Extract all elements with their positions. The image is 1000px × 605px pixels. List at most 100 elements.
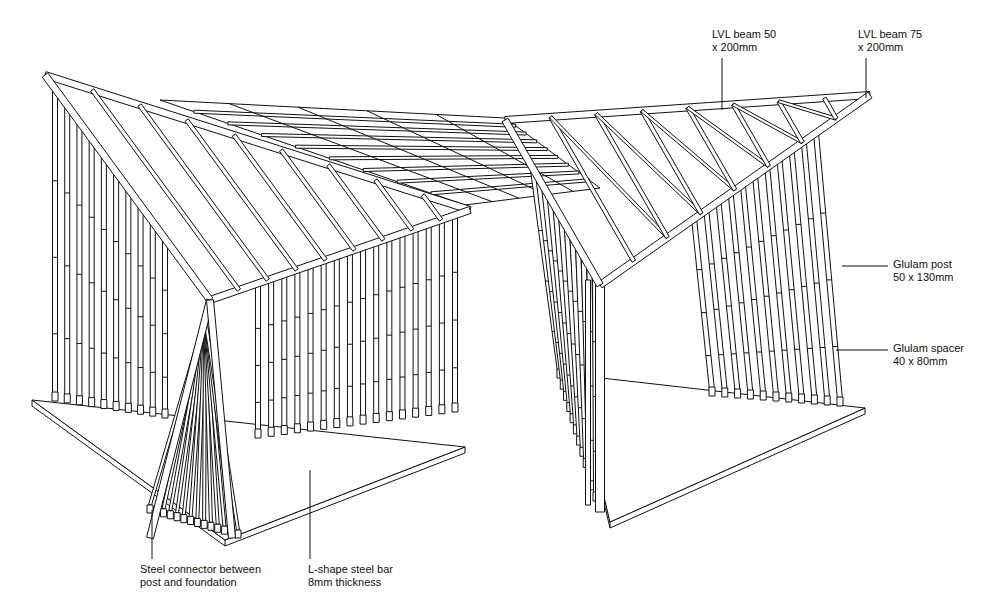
glulam-spacer <box>150 325 155 326</box>
steel-connector <box>824 396 830 405</box>
steel-connector <box>125 403 131 412</box>
steel-connector <box>101 400 107 409</box>
glulam-spacer <box>308 313 313 314</box>
glulam-spacer <box>387 335 392 336</box>
lvl-rafter <box>640 110 703 215</box>
glulam-spacer <box>413 374 418 375</box>
part-label: LVL beam 50 x 200mm <box>712 28 778 54</box>
leader-line <box>836 350 888 351</box>
glulam-spacer <box>65 338 70 339</box>
leader-lines <box>152 58 888 559</box>
glulam-spacer <box>321 350 326 351</box>
steel-connector <box>255 429 261 438</box>
glulam-post <box>126 188 131 406</box>
glulam-post <box>295 270 300 427</box>
glulam-post <box>308 266 313 425</box>
glulam-post <box>596 285 605 512</box>
lvl-beam <box>42 73 213 302</box>
glulam-spacer <box>101 353 106 354</box>
steel-connector <box>181 515 187 523</box>
glulam-spacer <box>321 390 326 391</box>
glulam-spacer <box>269 400 274 401</box>
lvl-brace <box>595 113 702 215</box>
steel-connector <box>138 405 144 414</box>
part-label: LVL beam 75 x 200mm <box>858 28 924 54</box>
glulam-spacer <box>321 309 326 310</box>
glulam-spacer <box>820 347 825 348</box>
glulam-post <box>53 89 58 395</box>
steel-connector <box>837 397 843 406</box>
steel-connector <box>334 419 340 428</box>
glulam-spacer <box>782 350 787 351</box>
glulam-post <box>361 247 366 418</box>
steel-connector <box>167 511 173 519</box>
glulam-spacer <box>400 332 405 333</box>
glulam-spacer <box>269 362 274 363</box>
glulam-spacer <box>807 348 812 349</box>
foundation-slab <box>610 522 611 528</box>
steel-connector <box>89 398 95 407</box>
steel-connector <box>150 407 156 416</box>
glulam-spacer <box>784 230 789 231</box>
glulam-post <box>150 221 155 410</box>
leader-line <box>842 266 888 267</box>
lvl-joist <box>298 107 519 198</box>
glulam-spacer <box>821 213 826 214</box>
glulam-spacer <box>53 333 58 334</box>
lvl-rafter <box>421 194 443 221</box>
steel-connector <box>439 405 445 414</box>
steel-connector <box>174 513 180 521</box>
part-label: Glulam spacer 40 x 80mm <box>893 342 975 368</box>
foundation-slab <box>32 400 465 540</box>
glulam-spacer <box>739 302 744 303</box>
glulam-post <box>207 300 236 539</box>
glulam-spacer <box>334 388 339 389</box>
lvl-rafter <box>374 179 414 231</box>
glulam-post <box>753 175 779 395</box>
glulam-spacer <box>453 320 458 321</box>
glulam-post <box>439 220 444 408</box>
glulam-spacer <box>795 349 800 350</box>
lvl-rafter <box>327 164 385 241</box>
steel-connector <box>76 396 82 405</box>
steel-connector <box>321 420 327 429</box>
glulam-post <box>740 184 765 394</box>
glulam-post <box>347 252 352 420</box>
glulam-post <box>814 133 843 400</box>
glulam-spacer <box>759 241 764 242</box>
glulam-post <box>321 261 326 423</box>
lvl-rafter <box>262 134 537 143</box>
glulam-spacer <box>89 282 94 283</box>
foundation-slab <box>32 400 465 546</box>
lvl-joist <box>229 104 492 202</box>
glulam-spacer <box>126 253 131 254</box>
glulam-post <box>114 172 119 405</box>
glulam-spacer <box>387 379 392 380</box>
part-label: Steel connector between post and foundat… <box>140 563 275 589</box>
pavilion-lines <box>32 72 872 546</box>
glulam-spacer <box>256 402 261 403</box>
glulam-spacer <box>426 326 431 327</box>
steel-connector <box>452 403 458 412</box>
glulam-spacer <box>426 372 431 373</box>
glulam-spacer <box>77 205 82 206</box>
glulam-spacer <box>53 180 58 181</box>
glulam-spacer <box>138 367 143 368</box>
glulam-spacer <box>769 351 774 352</box>
steel-connector <box>413 408 419 417</box>
glulam-post <box>89 139 94 401</box>
glulam-spacer <box>150 372 155 373</box>
steel-connector <box>799 394 805 403</box>
steel-connector <box>268 427 274 436</box>
glulam-spacer <box>827 279 832 280</box>
glulam-spacer <box>347 386 352 387</box>
glulam-post <box>374 243 379 417</box>
glulam-spacer <box>282 359 287 360</box>
glulam-spacer <box>439 276 444 277</box>
glulam-spacer <box>295 395 300 396</box>
glulam-spacer <box>374 294 379 295</box>
glulam-spacer <box>722 258 727 259</box>
glulam-spacer <box>163 377 168 378</box>
steel-connector <box>747 390 753 399</box>
glulam-spacer <box>65 265 70 266</box>
